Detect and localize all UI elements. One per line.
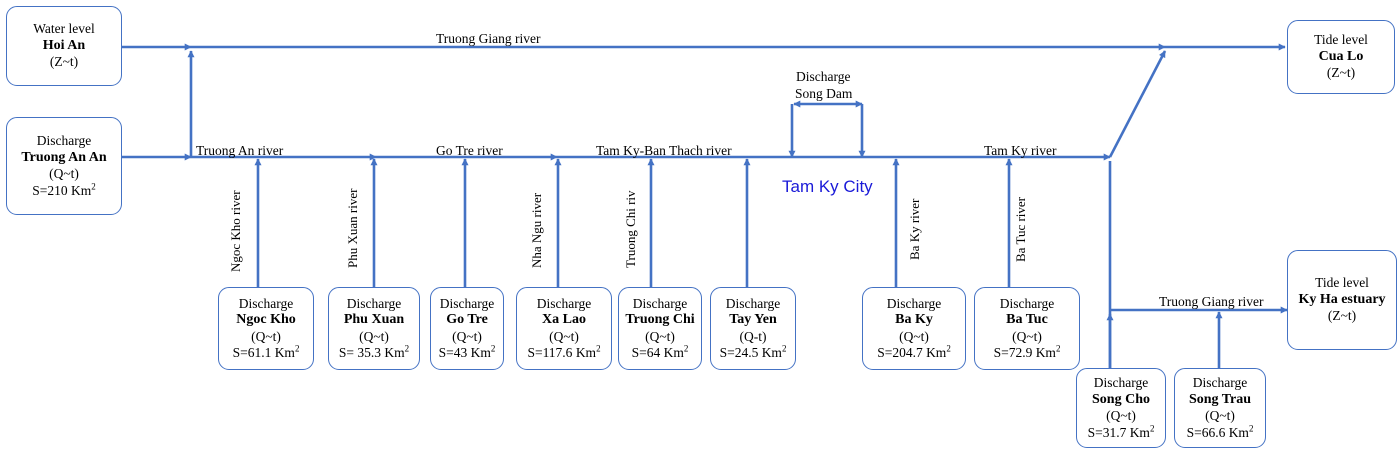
song-dam-name: Song Dam (795, 86, 853, 101)
box-title: Water level (33, 21, 95, 37)
truong-chi-river-label: Truong Chi riv (623, 190, 638, 268)
tam-ky-river-label: Tam Ky river (984, 143, 1057, 158)
box-formula: (Q-t) (739, 328, 767, 344)
box-name: Cua Lo (1318, 48, 1364, 64)
box-title: Discharge (632, 295, 688, 311)
diagonal-to-top (1108, 50, 1167, 158)
box-name: Ngoc Kho (236, 312, 296, 327)
box-formula: (Z~t) (49, 54, 79, 70)
box-formula: (Z~t) (1327, 308, 1357, 324)
truong-an-river-label: Truong An river (196, 143, 284, 158)
box-area: S=204.7 Km2 (877, 343, 951, 360)
tam-ky-city-label: Tam Ky City (782, 177, 873, 196)
box-formula: (Q~t) (1205, 408, 1235, 423)
ngoc-kho-river-label: Ngoc Kho river (228, 190, 243, 272)
box-name: Truong An An (21, 149, 107, 165)
go-tre-river-label: Go Tre river (436, 143, 503, 158)
nha-ngu-river-label: Nha Ngu river (529, 192, 544, 268)
xa-lao-box: Discharge Xa Lao (Q~t) S=117.6 Km2 (516, 287, 612, 370)
truong-giang-top-label: Truong Giang river (436, 31, 541, 46)
box-name: Xa Lao (542, 312, 586, 327)
box-area: S=43 Km2 (438, 343, 496, 360)
truong-chi-box: Discharge Truong Chi (Q~t) S=64 Km2 (618, 287, 702, 370)
ngoc-kho-box: Discharge Ngoc Kho (Q~t) S=61.1 Km2 (218, 287, 314, 370)
song-trau-box: Discharge Song Trau (Q~t) S=66.6 Km2 (1174, 368, 1266, 448)
box-formula: (Q~t) (549, 328, 579, 344)
box-title: Discharge (1192, 375, 1248, 390)
box-title: Discharge (886, 295, 942, 311)
tam-ky-ban-thach-river-label: Tam Ky-Ban Thach river (596, 143, 732, 158)
box-area: S= 35.3 Km2 (338, 343, 410, 360)
phu-xuan-river-label: Phu Xuan river (345, 188, 360, 268)
box-formula: (Q~t) (1106, 408, 1136, 423)
hoi-an-box: Water level Hoi An (Z~t) (6, 6, 122, 86)
box-title: Discharge (725, 295, 781, 311)
box-title: Discharge (36, 133, 92, 148)
box-name: Hoi An (42, 37, 86, 53)
ba-ky-box: Discharge Ba Ky (Q~t) S=204.7 Km2 (862, 287, 966, 370)
box-formula: (Q~t) (452, 328, 482, 344)
box-area: S=72.9 Km2 (993, 343, 1061, 360)
box-title: Discharge (999, 295, 1055, 311)
box-area: S=117.6 Km2 (527, 343, 601, 360)
box-formula: (Z~t) (1326, 65, 1356, 81)
box-name: Truong Chi (625, 312, 695, 327)
box-title: Tide level (1314, 32, 1368, 48)
ba-tuc-box: Discharge Ba Tuc (Q~t) S=72.9 Km2 (974, 287, 1080, 370)
box-title: Discharge (439, 295, 495, 311)
box-name: Ky Ha estuary (1298, 291, 1386, 307)
box-title: Discharge (238, 295, 294, 311)
box-area: S=31.7 Km2 (1087, 423, 1155, 440)
box-name: Ba Tuc (1006, 312, 1048, 327)
box-formula: (Q~t) (359, 328, 389, 344)
box-title: Discharge (346, 295, 402, 311)
box-name: Ba Ky (895, 312, 933, 327)
box-name: Song Cho (1092, 391, 1150, 407)
box-name: Tay Yen (729, 312, 777, 327)
ba-tuc-river-label: Ba Tuc river (1013, 197, 1028, 262)
box-formula: (Q~t) (645, 328, 675, 344)
ky-ha-box: Tide level Ky Ha estuary (Z~t) (1287, 250, 1397, 350)
box-title: Discharge (1093, 375, 1149, 390)
go-tre-box: Discharge Go Tre (Q~t) S=43 Km2 (430, 287, 504, 370)
ba-ky-river-label: Ba Ky river (907, 198, 922, 260)
box-title: Tide level (1315, 275, 1369, 291)
song-dam-title: Discharge (796, 69, 851, 84)
box-name: Go Tre (446, 312, 488, 327)
box-name: Song Trau (1188, 391, 1252, 407)
cua-lo-box: Tide level Cua Lo (Z~t) (1287, 20, 1395, 94)
truong-an-box: Discharge Truong An An (Q~t) S=210 Km2 (6, 117, 122, 215)
box-formula: (Q~t) (251, 328, 281, 344)
box-area: S=64 Km2 (631, 343, 689, 360)
box-formula: (Q~t) (899, 328, 929, 344)
box-area: S=61.1 Km2 (232, 343, 300, 360)
box-title: Discharge (536, 295, 592, 311)
box-area: S=66.6 Km2 (1186, 423, 1254, 440)
box-area: S=24.5 Km2 (719, 343, 787, 360)
phu-xuan-box: Discharge Phu Xuan (Q~t) S= 35.3 Km2 (328, 287, 420, 370)
song-cho-box: Discharge Song Cho (Q~t) S=31.7 Km2 (1076, 368, 1166, 448)
box-formula: (Q~t) (1012, 328, 1042, 344)
tay-yen-box: Discharge Tay Yen (Q-t) S=24.5 Km2 (710, 287, 796, 370)
box-area: S=210 Km2 (32, 181, 96, 198)
box-name: Phu Xuan (343, 312, 405, 327)
box-formula: (Q~t) (49, 166, 79, 181)
truong-giang-bottom-label: Truong Giang river (1159, 294, 1264, 309)
